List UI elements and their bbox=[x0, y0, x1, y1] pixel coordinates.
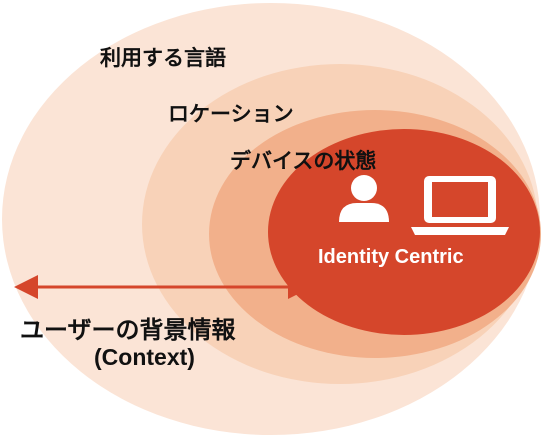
core-label: Identity Centric bbox=[318, 246, 464, 268]
ring-label-language: 利用する言語 bbox=[100, 46, 226, 70]
context-label: ユーザーの背景情報 bbox=[20, 316, 236, 344]
person-icon bbox=[339, 175, 389, 222]
ring-label-device-state: デバイスの状態 bbox=[230, 149, 377, 173]
ring-label-location: ロケーション bbox=[168, 102, 294, 126]
laptop-icon bbox=[411, 176, 509, 235]
context-label-english: (Context) bbox=[94, 344, 195, 370]
